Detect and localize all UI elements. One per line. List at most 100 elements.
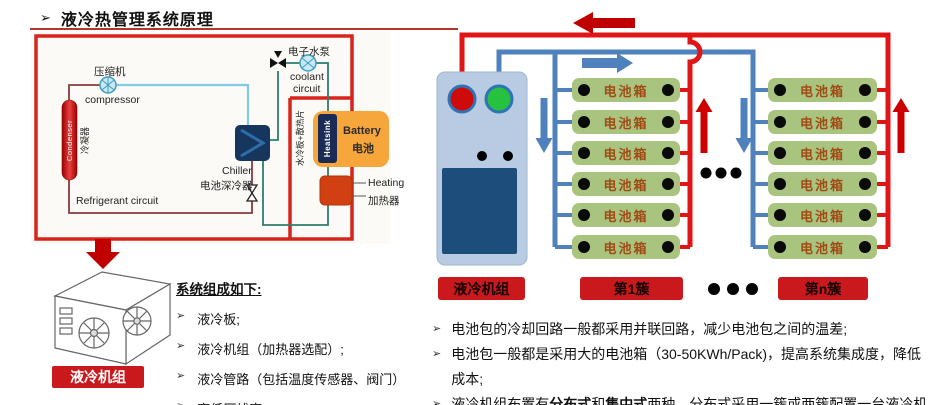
note-item: ➢ 电池包一般都是采用大的电池箱（30-50KWh/Pack)，提高系统集成度，… bbox=[432, 342, 921, 392]
port-dot bbox=[578, 209, 590, 221]
coolant-circuit-label-2: circuit bbox=[293, 83, 321, 95]
chiller-label-en: Chiller bbox=[222, 165, 252, 177]
port-dot bbox=[662, 178, 674, 190]
battery-box: 电池箱 bbox=[572, 235, 680, 259]
port-dot bbox=[774, 241, 786, 253]
list-item: ➢高低压线束; bbox=[176, 399, 432, 405]
battery-box: 电池箱 bbox=[768, 203, 877, 227]
port-dot bbox=[774, 116, 786, 128]
list-bullet-icon: ➢ bbox=[176, 340, 186, 352]
list-bullet-icon: ➢ bbox=[176, 310, 186, 322]
page-title: ➢ 液冷热管理系统原理 bbox=[40, 6, 214, 30]
chiller-label-cn: 电池深冷器 bbox=[200, 180, 253, 192]
battery-box: 电池箱 bbox=[768, 235, 877, 259]
coldplate-label: 水冷板+散热片 bbox=[294, 110, 305, 166]
battery-box: 电池箱 bbox=[572, 110, 680, 134]
port-dot bbox=[662, 241, 674, 253]
battery-box: 电池箱 bbox=[768, 172, 877, 196]
hot-port-icon bbox=[447, 84, 477, 114]
up-flow-arrow-icon bbox=[695, 98, 713, 153]
list-bullet-icon: ➢ bbox=[176, 370, 186, 382]
red-manifold-cluster1 bbox=[687, 35, 703, 247]
up-flow-arrow-icon bbox=[892, 98, 910, 153]
list-item: ➢液冷板; bbox=[176, 310, 240, 327]
chiller-shape bbox=[235, 125, 270, 161]
battery-box: 电池箱 bbox=[768, 110, 877, 134]
unit-dot bbox=[503, 151, 513, 161]
heater-callout-lines bbox=[352, 182, 366, 197]
title-underline bbox=[30, 28, 458, 30]
cluster1-label: 第1簇 bbox=[580, 277, 683, 300]
battery-label-en: Battery bbox=[343, 125, 381, 137]
battery-box: 电池箱 bbox=[572, 78, 680, 102]
blue-branches bbox=[555, 88, 782, 249]
note-bullet-icon: ➢ bbox=[432, 348, 442, 360]
port-dot bbox=[859, 84, 871, 96]
three-way-valve-icon bbox=[270, 51, 286, 68]
right-flow-arrow-icon bbox=[582, 53, 633, 73]
port-dot bbox=[662, 84, 674, 96]
cold-port-icon bbox=[484, 84, 514, 114]
down-flow-arrow-icon bbox=[735, 98, 753, 153]
battery-box: 电池箱 bbox=[572, 203, 680, 227]
clustern-label: 第n簇 bbox=[778, 277, 868, 300]
battery-label-cn: 电池 bbox=[352, 143, 374, 155]
left-flow-arrow-icon bbox=[573, 12, 635, 34]
coolant-line bbox=[262, 62, 329, 226]
expansion-valve-icon bbox=[245, 184, 259, 202]
port-dot bbox=[578, 147, 590, 159]
heatsink-label: Heatsink bbox=[323, 119, 333, 158]
port-dot bbox=[662, 116, 674, 128]
condenser-label-cn: 冷凝器 bbox=[79, 126, 90, 154]
suction-line bbox=[116, 83, 250, 125]
note-bullet-icon: ➢ bbox=[432, 398, 442, 405]
battery-cluster-diagram: 电池箱 电池箱 电池箱 电池箱 电池箱 电池箱 电池箱 电池箱 电池箱 电池箱 … bbox=[430, 5, 951, 307]
list-item: ➢液冷机组（加热器选配）; bbox=[176, 340, 344, 357]
title-text: 液冷热管理系统原理 bbox=[60, 12, 214, 29]
title-bullet-icon: ➢ bbox=[40, 10, 51, 25]
red-return-pipe bbox=[459, 32, 891, 247]
port-dot bbox=[774, 147, 786, 159]
battery-box: 电池箱 bbox=[768, 141, 877, 165]
port-dot bbox=[662, 209, 674, 221]
condenser-shape bbox=[61, 99, 78, 181]
battery-box: 电池箱 bbox=[768, 78, 877, 102]
coolant-circuit-label-1: coolant bbox=[290, 71, 324, 83]
condenser-label-en: Condenser bbox=[65, 119, 75, 161]
port-dot bbox=[662, 147, 674, 159]
cooling-unit-label: 液冷机组 bbox=[438, 277, 525, 300]
list-item: ➢液冷管路（包括温度传感器、阀门） bbox=[176, 370, 406, 387]
down-flow-arrow-icon bbox=[535, 98, 553, 153]
heating-label-cn: 加热器 bbox=[368, 195, 400, 207]
cooling-unit-label: 液冷机组 bbox=[52, 366, 144, 388]
port-dot bbox=[578, 116, 590, 128]
cooling-unit-panel bbox=[442, 168, 517, 254]
compressor-label-en: compressor bbox=[85, 94, 140, 106]
thermal-circuit-svg bbox=[31, 31, 391, 366]
port-dot bbox=[578, 178, 590, 190]
thermal-circuit-diagram: 压缩机 compressor Condenser 冷凝器 Refrigerant… bbox=[30, 30, 430, 405]
water-pump-icon bbox=[299, 54, 317, 72]
battery-box: 电池箱 bbox=[572, 172, 680, 196]
cooling-unit-drawing bbox=[53, 271, 172, 366]
battery-box: 电池箱 bbox=[572, 141, 680, 165]
compressor-icon bbox=[99, 76, 117, 94]
port-dot bbox=[859, 147, 871, 159]
ellipsis-dots bbox=[700, 167, 758, 295]
note-item: ➢ 液冷机组布置有分布式和集中式两种，分布式采用一簇或两簇配置一台液冷机 bbox=[432, 392, 927, 405]
note-item: ➢ 电池包的冷却回路一般都采用并联回路，减少电池包之间的温差; bbox=[432, 317, 847, 342]
note-bullet-icon: ➢ bbox=[432, 323, 442, 335]
port-dot bbox=[578, 84, 590, 96]
refrigerant-circuit-label: Refrigerant circuit bbox=[76, 195, 159, 207]
port-dot bbox=[774, 84, 786, 96]
list-header: 系统组成如下: bbox=[176, 282, 262, 297]
compressor-label-cn: 压缩机 bbox=[94, 66, 126, 78]
down-arrow-icon bbox=[86, 239, 120, 269]
port-dot bbox=[859, 241, 871, 253]
red-border-step bbox=[288, 96, 352, 239]
port-dot bbox=[859, 209, 871, 221]
heater-shape bbox=[319, 175, 353, 206]
refrigerant-line bbox=[68, 84, 253, 214]
heatsink-shape bbox=[318, 114, 337, 163]
